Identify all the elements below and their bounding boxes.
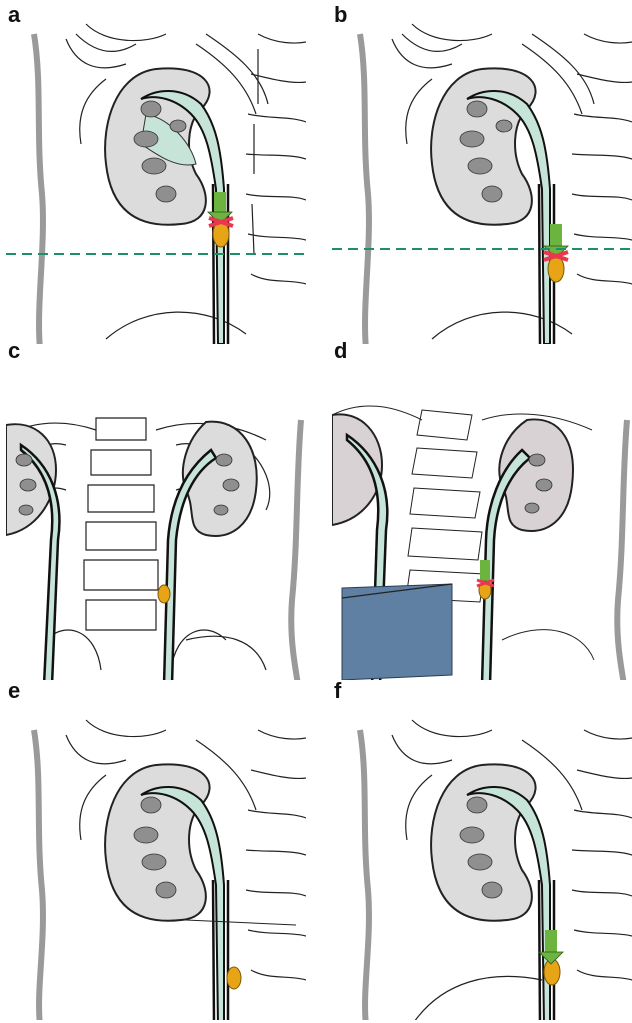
arrow xyxy=(214,192,226,214)
arrow xyxy=(550,224,562,248)
body-outline xyxy=(291,420,301,680)
arrow xyxy=(480,560,490,582)
panel-b: b xyxy=(332,4,632,344)
spine xyxy=(246,730,306,980)
body-outline xyxy=(360,34,369,344)
kidney-diagram-f xyxy=(332,680,632,1020)
stone xyxy=(158,585,170,603)
panel-e: e xyxy=(6,680,306,1020)
body-outline xyxy=(34,34,43,344)
stone xyxy=(227,967,241,989)
shield-plate xyxy=(342,584,452,680)
spine xyxy=(406,410,484,602)
body-outline xyxy=(360,730,369,1020)
body-outline xyxy=(617,420,627,680)
kidney-diagram-c xyxy=(6,340,306,680)
panel-d: d xyxy=(332,340,632,680)
body-outline xyxy=(34,730,43,1020)
panel-f: f xyxy=(332,680,632,1020)
spine xyxy=(572,730,632,980)
panel-a: a xyxy=(6,4,306,344)
kidney-diagram-e xyxy=(6,680,306,1020)
arrow xyxy=(545,930,557,954)
panel-c: c xyxy=(6,340,306,680)
kidney-diagram-a xyxy=(6,4,306,344)
kidney-diagram-d xyxy=(332,340,632,680)
kidney-diagram-b xyxy=(332,4,632,344)
